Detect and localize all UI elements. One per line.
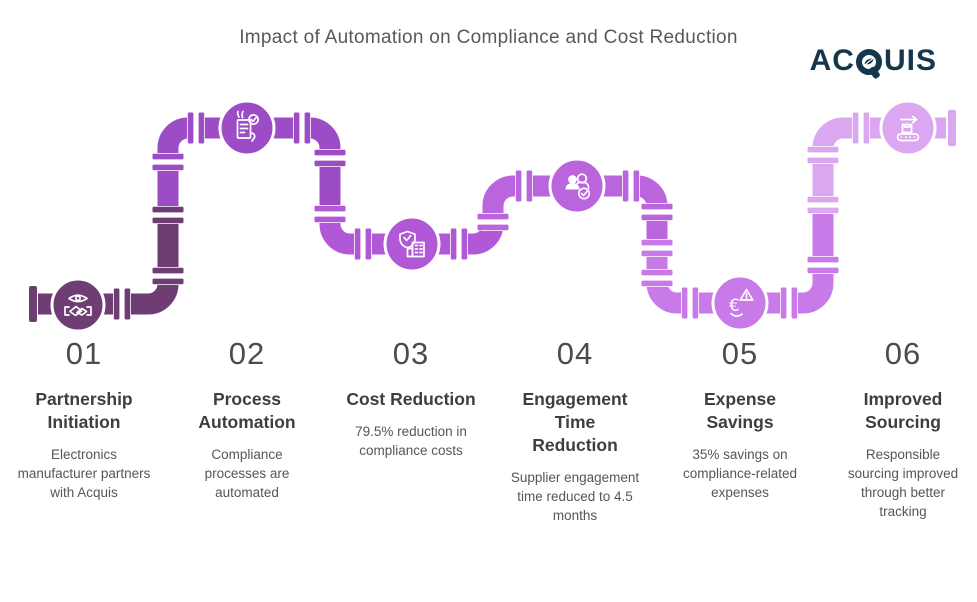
stage-heading: Partnership Initiation <box>35 389 133 433</box>
pipe-flange <box>314 205 346 223</box>
pipe-flange <box>807 256 839 274</box>
stage-node-4 <box>548 157 606 215</box>
pipe-flange <box>477 213 509 231</box>
stage-description: Electronics manufacturer partners with A… <box>17 447 151 500</box>
stage-column-2: 02 Process Automation Compliance process… <box>180 336 314 503</box>
stage-description: Supplier engagement time reduced to 4.5 … <box>510 470 640 524</box>
pipe-flange <box>641 269 673 287</box>
pipe-flange <box>807 196 839 214</box>
pipe-flange <box>113 288 131 320</box>
pipe-flange <box>641 239 673 257</box>
pipe-flange <box>780 287 798 319</box>
pipe-flange <box>152 206 184 224</box>
pipe-flange <box>807 146 839 164</box>
pipe-flange <box>152 153 184 171</box>
conveyor-box-icon <box>896 115 920 142</box>
stage-number: 03 <box>392 336 430 371</box>
logo-text-right: UIS <box>883 44 937 77</box>
pipe-flange <box>681 287 699 319</box>
pipe-flange <box>852 112 870 144</box>
pipe-flange <box>354 228 372 260</box>
euro-alert-icon: € <box>729 288 754 317</box>
pipe-flange <box>152 267 184 285</box>
stage-number: 01 <box>65 336 103 371</box>
acquis-logo: AC UIS <box>809 44 937 79</box>
pipe-endcap-left <box>29 286 37 322</box>
stage-description: Responsible sourcing improved through be… <box>847 447 959 519</box>
pipe-flange <box>314 149 346 167</box>
stage-description: Compliance processes are automated <box>204 447 290 500</box>
logo-text-left: AC <box>809 44 855 77</box>
stage-number: 05 <box>721 336 759 371</box>
pipe-flange <box>187 112 205 144</box>
pipe-flange <box>641 203 673 221</box>
stage-number: 04 <box>556 336 594 371</box>
stage-description: 79.5% reduction in compliance costs <box>355 424 467 458</box>
stage-column-3: 03 Cost Reduction 79.5% reduction in com… <box>336 336 486 461</box>
handshake-eye-icon <box>64 294 92 317</box>
stage-heading: Engagement Time Reduction <box>522 389 628 456</box>
people-check-icon <box>565 173 591 200</box>
logo-q-leaf-icon <box>855 48 882 79</box>
pipe-flange <box>622 170 640 202</box>
stage-heading: Expense Savings <box>704 389 776 433</box>
pipe-flange <box>293 112 311 144</box>
pipe-flange <box>515 170 533 202</box>
pipe-flange <box>450 228 468 260</box>
page-title: Impact of Automation on Compliance and C… <box>239 27 738 48</box>
pipe-endcap-right <box>948 110 956 146</box>
stage-column-5: 05 Expense Savings 35% savings on compli… <box>676 336 804 503</box>
stage-column-6: 06 Improved Sourcing Responsible sourcin… <box>839 336 967 522</box>
automated-contract-icon <box>236 110 259 142</box>
stage-column-1: 01 Partnership Initiation Electronics ma… <box>10 336 158 503</box>
stage-node-2 <box>218 99 276 157</box>
stage-description: 35% savings on compliance-related expens… <box>682 447 798 500</box>
stage-column-4: 04 Engagement Time Reduction Supplier en… <box>510 336 640 526</box>
stage-heading: Cost Reduction <box>346 389 476 409</box>
stage-node-3 <box>383 215 441 273</box>
stage-node-5: € <box>711 274 769 332</box>
stage-node-6 <box>879 99 937 157</box>
stage-heading: Process Automation <box>198 389 296 433</box>
svg-text:€: € <box>729 296 740 316</box>
stage-number: 06 <box>884 336 922 371</box>
stage-node-1 <box>50 277 106 333</box>
shield-check-building-icon <box>399 230 425 258</box>
stage-number: 02 <box>228 336 266 371</box>
stage-heading: Improved Sourcing <box>863 389 943 433</box>
